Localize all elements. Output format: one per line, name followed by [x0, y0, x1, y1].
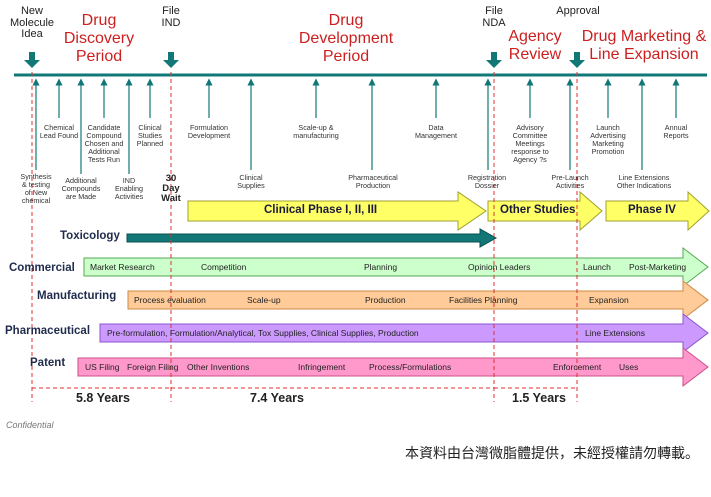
pharmaceutical-arrow	[99, 312, 709, 354]
copyright-notice: 本資料由台灣微脂體提供，未經授權請勿轉載。	[405, 446, 699, 462]
event-candidate-compound: Candidate Compound Chosen and Additional…	[84, 123, 124, 165]
event-synthesis: Synthesis & testing of New chemical	[20, 172, 52, 206]
pharmaceutical-item: Line Extensions	[585, 328, 646, 338]
manufacturing-item: Scale-up	[247, 295, 281, 305]
new-molecule-down-arrow	[24, 52, 40, 68]
event-annual-reports: Annual Reports	[663, 123, 689, 141]
period-marketing: Drug Marketing & Line Expansion	[581, 28, 707, 63]
patent-item: Other Inventions	[187, 362, 250, 372]
lower-event-pointers	[32, 78, 646, 174]
event-pharmaceutical-production: Pharmaceutical Production	[348, 173, 398, 191]
duration-development: 7.4 Years	[250, 391, 304, 405]
file-nda-down-arrow	[486, 52, 502, 68]
patent-item: Enforcement	[553, 362, 602, 372]
patent-item: Uses	[619, 362, 639, 372]
patent-item: Infringement	[298, 362, 346, 372]
row-label-pharmaceutical: Pharmaceutical	[5, 325, 91, 337]
manufacturing-item: Expansion	[589, 295, 629, 305]
patent-item: US Filing	[85, 362, 120, 372]
period-development: Drug Development Period	[298, 12, 394, 65]
phase-clinical-label: Clinical Phase I, II, III	[264, 204, 378, 216]
milestone-file-nda: File NDA	[482, 5, 506, 29]
manufacturing-arrow	[127, 279, 709, 321]
upper-event-pointers	[55, 78, 680, 118]
commercial-item: Market Research	[90, 262, 155, 272]
event-30-day-wait: 30 Day Wait	[161, 173, 181, 204]
event-registration-dossier: Registration Dossier	[467, 173, 507, 191]
event-data-management: Data Management	[415, 123, 457, 141]
clinical-phase-arrow	[187, 191, 487, 231]
event-scale-up: Scale-up & manufacturing	[293, 123, 339, 141]
row-label-commercial: Commercial	[9, 262, 75, 274]
row-label-toxicology: Toxicology	[60, 230, 120, 242]
phase-iv-arrow	[605, 190, 710, 232]
event-formulation-development: Formulation Development	[187, 123, 231, 141]
confidential-label: Confidential	[6, 420, 54, 430]
milestone-new-molecule: New Molecule Idea	[9, 5, 55, 41]
milestone-approval: Approval	[556, 5, 600, 17]
commercial-item: Planning	[364, 262, 398, 272]
phase-other-studies-label: Other Studies	[500, 204, 576, 216]
milestone-down-arrows	[24, 52, 585, 68]
patent-item: Foreign Filing	[127, 362, 179, 372]
event-advisory: Advisory Committee Meetings response to …	[511, 123, 549, 165]
manufacturing-item: Process evaluation	[134, 295, 206, 305]
event-clinical-supplies: Clinical Supplies	[237, 173, 265, 191]
patent-item: Process/Formulations	[369, 362, 452, 372]
commercial-item: Post-Marketing	[629, 262, 687, 272]
approval-down-arrow	[569, 52, 585, 68]
duration-review: 1.5 Years	[512, 391, 566, 405]
period-discovery: Drug Discovery Period	[63, 12, 135, 65]
row-label-patent: Patent	[30, 357, 66, 369]
file-ind-down-arrow	[163, 52, 179, 68]
pharmaceutical-item: Pre-formulation, Formulation/Analytical,…	[107, 328, 419, 338]
event-clinical-studies-planned: Clinical Studies Planned	[136, 123, 164, 149]
duration-discovery: 5.8 Years	[76, 391, 130, 405]
commercial-item: Competition	[201, 262, 247, 272]
manufacturing-item: Facilities Planning	[449, 295, 518, 305]
milestone-file-ind: File IND	[161, 5, 181, 29]
manufacturing-item: Production	[365, 295, 406, 305]
period-agency-review: Agency Review	[508, 28, 562, 63]
patent-arrow	[77, 346, 709, 388]
commercial-item: Opinion Leaders	[468, 262, 531, 272]
event-ind-enabling: IND Enabling Activities	[114, 176, 144, 202]
milestone-dashed-lines	[31, 72, 578, 402]
toxicology-arrow	[126, 228, 498, 248]
phase-iv-label: Phase IV	[628, 204, 676, 216]
event-chemical-lead: Chemical Lead Found	[39, 123, 79, 141]
event-pre-launch: Pre-Launch Activities	[551, 173, 589, 191]
event-additional-compounds: Additional Compounds are Made	[61, 176, 101, 202]
other-studies-arrow	[487, 190, 603, 232]
commercial-item: Launch	[583, 262, 611, 272]
event-launch: Launch Advertising Marketing Promotion	[590, 123, 626, 157]
row-label-manufacturing: Manufacturing	[37, 290, 117, 302]
event-line-extensions: Line Extensions Other Indications	[616, 173, 672, 191]
commercial-arrow	[83, 246, 709, 288]
